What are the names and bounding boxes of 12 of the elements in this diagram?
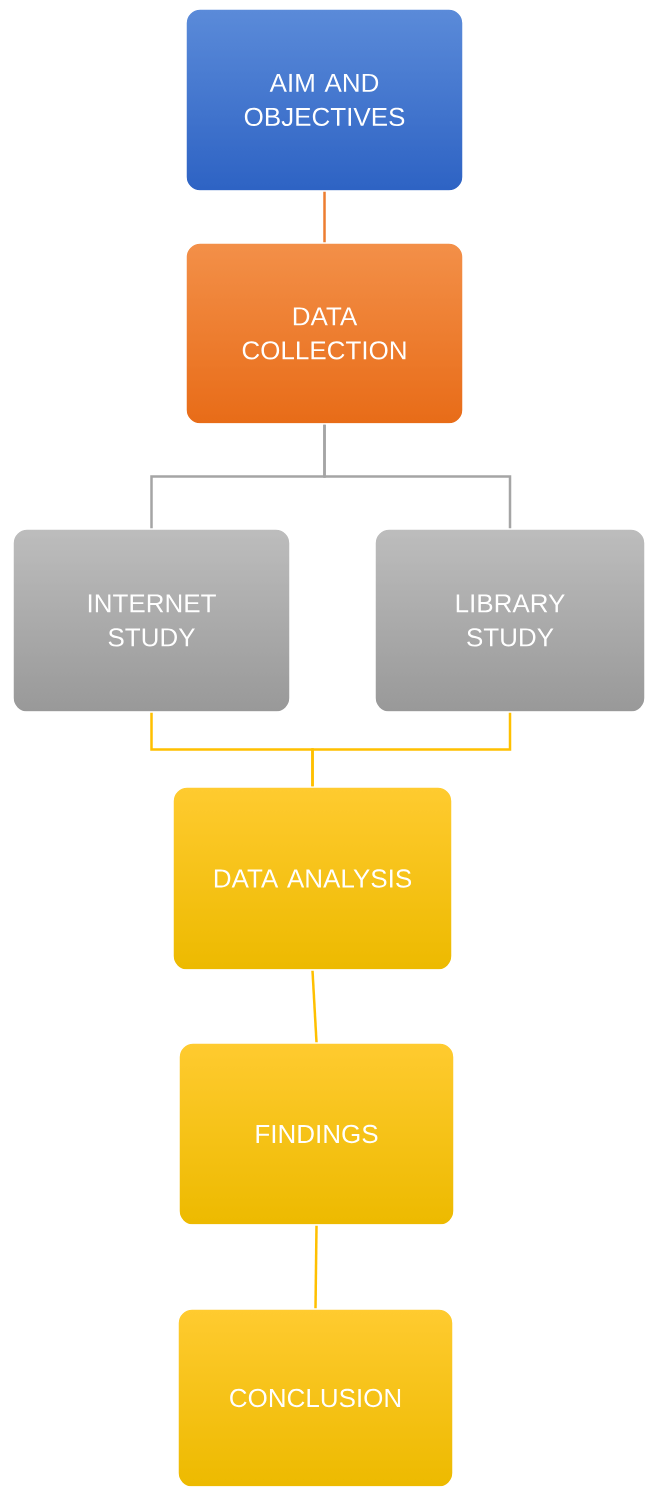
connector-line bbox=[323, 191, 326, 243]
process-box: AIM AND OBJECTIVES bbox=[185, 8, 464, 192]
process-box: CONCLUSION bbox=[177, 1308, 454, 1488]
process-box: LIBRARY STUDY bbox=[374, 528, 646, 713]
connector-line bbox=[314, 1225, 318, 1309]
connector-line bbox=[311, 970, 318, 1043]
process-box: INTERNET STUDY bbox=[12, 528, 291, 713]
process-box: DATA COLLECTION bbox=[185, 242, 464, 425]
process-box: FINDINGS bbox=[178, 1042, 455, 1226]
connector-line bbox=[323, 424, 512, 529]
process-box: DATA ANALYSIS bbox=[172, 786, 453, 971]
connector-line bbox=[311, 712, 512, 787]
